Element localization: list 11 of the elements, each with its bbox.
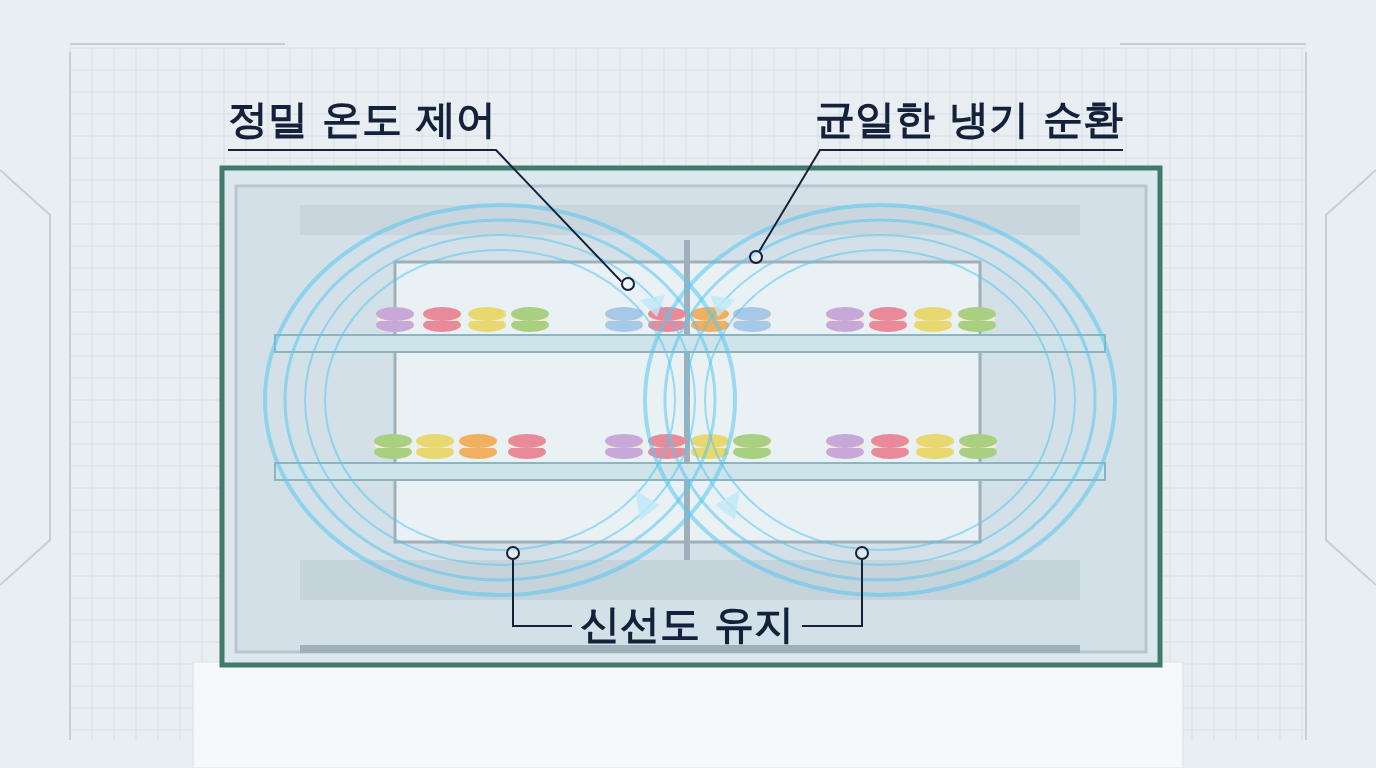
leader-line <box>801 559 863 627</box>
leader-dot <box>749 250 763 264</box>
callout-label: 균일한 냉기 순환 <box>815 95 1123 143</box>
leader-line <box>758 149 1124 252</box>
leader-dot <box>506 546 520 560</box>
callout-label: 정밀 온도 제어 <box>228 95 496 143</box>
leader-line <box>512 559 573 627</box>
leader-dot <box>855 546 869 560</box>
leader-line <box>227 149 623 283</box>
leader-dot <box>621 277 635 291</box>
callout-label: 신선도 유지 <box>580 600 794 648</box>
